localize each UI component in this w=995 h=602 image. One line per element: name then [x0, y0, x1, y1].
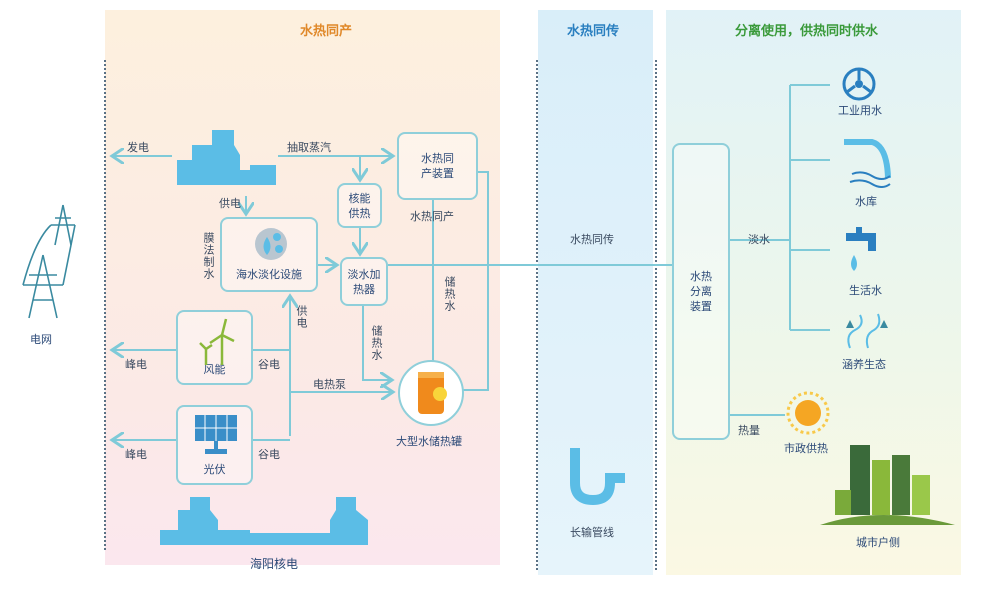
extract-steam-label: 抽取蒸汽: [287, 141, 331, 154]
domestic-label: 生活水: [849, 284, 882, 297]
transfer-label: 水热同传: [570, 233, 614, 246]
cogeneration-device-box: 水热同产装置: [397, 132, 478, 200]
stored-hot-water-label: 储热水: [370, 325, 383, 361]
faucet-icon: [846, 227, 876, 271]
peak-power-label: 峰电: [125, 358, 147, 371]
municipal-heat-label: 市政供热: [784, 442, 828, 455]
storage-tank-icon: [398, 360, 464, 426]
nuclear-plant-icon: [177, 130, 276, 185]
haiyang-plant-icon: [160, 497, 368, 545]
city-buildings-icon: [820, 445, 955, 525]
cogeneration-device-label: 水热同产装置: [421, 152, 454, 180]
solar-box: 光伏: [176, 405, 253, 485]
grid-label: 电网: [30, 333, 52, 346]
reservoir-label: 水库: [855, 195, 877, 208]
membrane-label: 膜法制水: [202, 232, 215, 280]
wind-box: 风能: [176, 310, 253, 385]
wind-turbine-icon: [199, 318, 235, 365]
wind-label: 风能: [203, 363, 226, 376]
cogeneration-label: 水热同产: [410, 210, 454, 223]
divider: [536, 60, 538, 570]
water-drops-icon: [255, 228, 287, 260]
mid-title: 水热同传: [567, 24, 620, 39]
peak-power-label: 峰电: [125, 448, 147, 461]
reservoir-icon: [844, 139, 891, 188]
ecology-label: 涵养生态: [842, 358, 886, 371]
nuclear-heat-box: 核能供热: [337, 183, 382, 228]
valley-power-label: 谷电: [258, 358, 280, 371]
solar-label: 光伏: [203, 463, 226, 476]
ecology-icon: [846, 313, 888, 349]
industrial-label: 工业用水: [838, 104, 882, 117]
nuclear-heat-label: 核能供热: [348, 191, 371, 220]
power-tower-icon: [22, 204, 76, 319]
heat-label: 热量: [738, 424, 760, 437]
usage-panel: [666, 10, 961, 575]
supply-power-label: 供电: [295, 305, 308, 329]
pipeline-icon: [570, 448, 625, 506]
fresh-heater-box: 淡水加热器: [340, 257, 388, 306]
industrial-water-icon: [842, 67, 876, 101]
divider: [655, 60, 657, 570]
divider: [104, 60, 106, 550]
separator-label: 水热分离装置: [690, 270, 712, 313]
cogeneration-panel: [105, 10, 500, 565]
sun-icon: [786, 391, 830, 435]
desalination-label: 海水淡化设施: [236, 268, 302, 281]
tank-label: 大型水储热罐: [396, 435, 462, 448]
separator-box: 水热分离装置: [672, 143, 730, 440]
fresh-heater-label: 淡水加热器: [347, 267, 381, 296]
valley-power-label: 谷电: [258, 448, 280, 461]
generate-label: 发电: [127, 141, 149, 154]
city-label: 城市户侧: [856, 536, 900, 549]
supply-power-label: 供电: [219, 197, 241, 210]
plant-label: 海阳核电: [250, 557, 299, 571]
transfer-panel: [538, 10, 653, 575]
pipeline-label: 长输管线: [570, 526, 614, 539]
fresh-water-label: 淡水: [748, 233, 770, 246]
left-title: 水热同产: [300, 24, 353, 39]
stored-hot-water-label: 储热水: [443, 276, 456, 312]
right-title: 分离使用，供热同时供水: [735, 24, 879, 39]
heat-pump-label: 电热泵: [313, 378, 346, 391]
desalination-box: 海水淡化设施: [220, 217, 318, 292]
solar-panel-icon: [195, 415, 237, 454]
